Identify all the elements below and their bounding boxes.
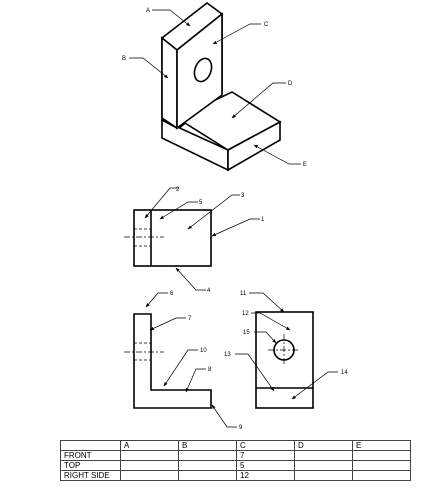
- answer-cell-top-a[interactable]: [120, 460, 179, 471]
- front-view: 2 5 3 1 4: [124, 187, 265, 294]
- answer-cell-top-b[interactable]: [178, 460, 237, 471]
- answer-table-header-e: E: [352, 440, 411, 451]
- answer-cell-top-d[interactable]: [294, 460, 353, 471]
- answer-cell-right-c[interactable]: 12: [236, 470, 295, 481]
- answer-table-header-a: A: [120, 440, 179, 451]
- right-label-11: 11: [240, 291, 247, 297]
- front-label-3: 3: [241, 193, 245, 199]
- top-view: 6 7 10 8 9: [124, 291, 243, 431]
- iso-label-d: D: [288, 81, 293, 87]
- answer-cell-top-c[interactable]: 5: [236, 460, 295, 471]
- right-label-15: 15: [243, 330, 250, 336]
- right-label-13: 13: [224, 352, 231, 358]
- front-label-4: 4: [207, 288, 211, 294]
- right-label-12: 12: [242, 311, 249, 317]
- answer-cell-right-a[interactable]: [120, 470, 179, 481]
- top-outline: [133, 313, 212, 409]
- front-label-1: 1: [261, 217, 265, 223]
- row-label-front: FRONT: [60, 450, 121, 461]
- answer-cell-right-b[interactable]: [178, 470, 237, 481]
- answer-table-header-view: [60, 440, 121, 451]
- right-side-view: 11 12 15 13 14: [224, 291, 348, 409]
- table-row: RIGHT SIDE 12: [60, 470, 411, 481]
- answer-table: A B C D E FRONT 7 TOP 5 RIGHT SIDE: [60, 440, 411, 481]
- top-label-6: 6: [170, 291, 174, 297]
- answer-cell-front-a[interactable]: [120, 450, 179, 461]
- table-row: FRONT 7: [60, 450, 411, 461]
- answer-cell-front-b[interactable]: [178, 450, 237, 461]
- top-label-9: 9: [239, 425, 243, 431]
- answer-cell-right-e[interactable]: [352, 470, 411, 481]
- iso-hole: [193, 57, 213, 83]
- answer-table-header-c: C: [236, 440, 295, 451]
- answer-cell-front-d[interactable]: [294, 450, 353, 461]
- front-label-2: 2: [176, 187, 180, 193]
- top-label-10: 10: [200, 348, 207, 354]
- iso-label-b: B: [122, 56, 126, 62]
- row-label-top: TOP: [60, 460, 121, 471]
- iso-label-a: A: [146, 8, 150, 14]
- answer-table-header-b: B: [178, 440, 237, 451]
- answer-cell-right-d[interactable]: [294, 470, 353, 481]
- answer-cell-top-e[interactable]: [352, 460, 411, 471]
- row-label-right-side: RIGHT SIDE: [60, 470, 121, 481]
- isometric-view: A B C D E: [122, 1, 307, 172]
- front-label-5: 5: [199, 200, 203, 206]
- top-label-8: 8: [208, 367, 212, 373]
- answer-table-header-row: A B C D E: [60, 440, 411, 451]
- answer-cell-front-e[interactable]: [352, 450, 411, 461]
- right-label-14: 14: [341, 370, 348, 376]
- answer-table-header-d: D: [294, 440, 353, 451]
- answer-cell-front-c[interactable]: 7: [236, 450, 295, 461]
- top-label-7: 7: [188, 316, 192, 322]
- table-row: TOP 5: [60, 460, 411, 471]
- iso-label-e: E: [303, 162, 307, 168]
- iso-label-c: C: [264, 22, 269, 28]
- front-outline: [133, 209, 212, 267]
